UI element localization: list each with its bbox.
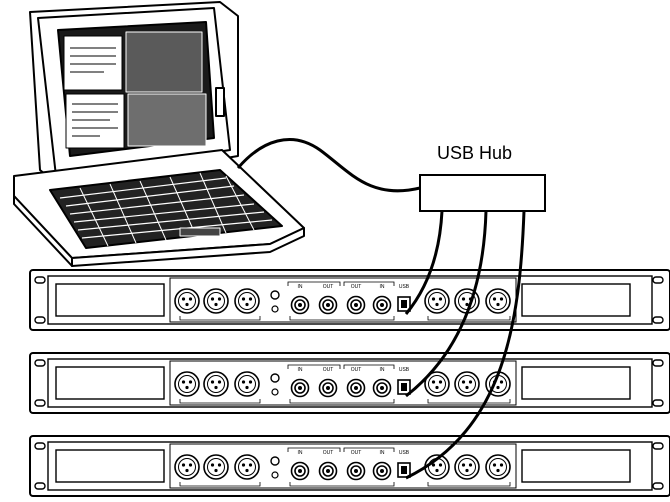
rack-ear-hole	[652, 276, 664, 284]
rack-ear-hole	[34, 399, 46, 407]
cable-to-device-3	[405, 210, 526, 480]
port-label-in: IN	[380, 450, 385, 456]
port-label-out: OUT	[351, 284, 362, 290]
rack-unit-3: IN OUT OUT IN USB	[29, 435, 670, 497]
laptop-illustration	[13, 1, 305, 267]
rack-ear-hole	[652, 316, 664, 324]
port-label-usb: USB	[399, 450, 410, 456]
usb-hub-box	[419, 174, 546, 212]
usb-hub-label: USB Hub	[437, 143, 513, 163]
port-label-in: IN	[380, 367, 385, 373]
port-label-in: IN	[298, 450, 303, 456]
cable-to-device-2	[405, 210, 488, 398]
rack-ear-hole	[34, 276, 46, 284]
port-label-in: IN	[298, 284, 303, 290]
rack-unit-1: IN OUT OUT IN USB	[29, 269, 670, 331]
rack-ear-hole	[34, 316, 46, 324]
rack-ear-hole	[34, 359, 46, 367]
port-label-out: OUT	[351, 367, 362, 373]
port-label-out: OUT	[351, 450, 362, 456]
port-label-out: OUT	[323, 367, 334, 373]
port-label-in: IN	[298, 367, 303, 373]
port-label-out: OUT	[323, 450, 334, 456]
rack-ear-hole	[652, 442, 664, 450]
port-label-usb: USB	[399, 367, 410, 373]
port-label-in: IN	[380, 284, 385, 290]
cable-to-device-1	[404, 210, 444, 315]
rack-ear-hole	[34, 482, 46, 490]
rack-ear-hole	[652, 359, 664, 367]
hub-to-device-cables	[404, 210, 526, 480]
port-label-out: OUT	[323, 284, 334, 290]
rack-ear-hole	[652, 482, 664, 490]
rack-unit-2: IN OUT OUT IN USB	[29, 352, 670, 414]
rack-ear-hole	[652, 399, 664, 407]
laptop-to-hub-cable	[236, 138, 421, 193]
port-label-usb: USB	[399, 284, 410, 290]
rack-ear-hole	[34, 442, 46, 450]
